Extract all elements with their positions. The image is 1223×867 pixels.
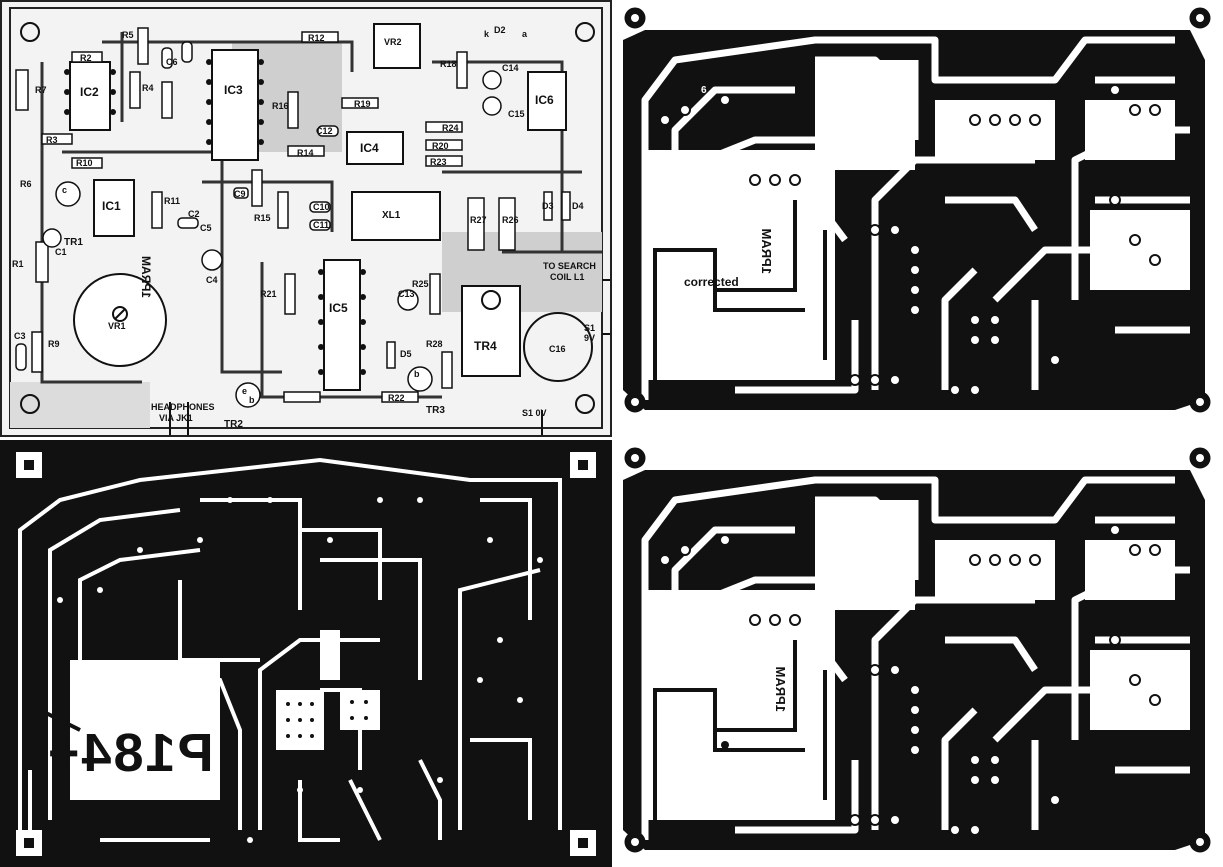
headphones-caption-line1: HEADPHONES bbox=[151, 402, 215, 412]
c14-label: C14 bbox=[502, 63, 519, 73]
copper-a-drawing bbox=[615, 0, 1223, 430]
d2-pin-k: k bbox=[484, 29, 490, 39]
r20-label: R20 bbox=[432, 141, 449, 151]
copper-c-board-code: 1PRAM bbox=[773, 666, 788, 712]
r28-label: R28 bbox=[426, 339, 443, 349]
copper-b-board-code: P184+ bbox=[46, 723, 214, 783]
overlay-drawing bbox=[9, 7, 610, 435]
tr3-pin-b: b bbox=[414, 369, 420, 379]
r25-label: R25 bbox=[412, 279, 429, 289]
c1-label: C1 bbox=[55, 247, 67, 257]
overlay-board-code: 1PRAM bbox=[139, 255, 153, 298]
r21-label: R21 bbox=[260, 289, 277, 299]
tr1-pin-c: c bbox=[62, 185, 68, 195]
tr4-label: TR4 bbox=[474, 339, 497, 353]
copper-b-drawing bbox=[0, 440, 612, 867]
mounting-holes bbox=[20, 22, 595, 414]
c4-label: C4 bbox=[206, 275, 218, 285]
r9-label: R9 bbox=[48, 339, 60, 349]
ic4-label: IC4 bbox=[360, 141, 379, 155]
d3-label: D3 bbox=[542, 201, 554, 211]
c5-label: C5 bbox=[200, 223, 212, 233]
c3-label: C3 bbox=[14, 331, 26, 341]
ic5-label: IC5 bbox=[329, 301, 348, 315]
r3-label: R3 bbox=[46, 135, 58, 145]
r11-label: R11 bbox=[164, 196, 181, 206]
ic6-body bbox=[527, 71, 567, 131]
xl1-body bbox=[351, 191, 441, 241]
r4-label: R4 bbox=[142, 83, 154, 93]
s1-0v-caption: S1 0V bbox=[522, 408, 547, 418]
copper-a-board-code: 1PRAM bbox=[759, 228, 774, 274]
ic2-label: IC2 bbox=[80, 85, 99, 99]
d5-label: D5 bbox=[400, 349, 412, 359]
xl1-label: XL1 bbox=[382, 210, 401, 221]
r15-label: R15 bbox=[254, 213, 271, 223]
r6-label: R6 bbox=[20, 179, 32, 189]
r19-label: R19 bbox=[354, 99, 371, 109]
vr2-body bbox=[373, 23, 421, 69]
c13-label: C13 bbox=[398, 289, 415, 299]
copper-pattern-corrected-panel: 6 corrected 1PRAM bbox=[615, 0, 1223, 430]
copper-pattern-inverted-panel: P184+ bbox=[0, 440, 612, 867]
d2-label: D2 bbox=[494, 25, 506, 35]
r27-label: R27 bbox=[470, 215, 487, 225]
component-overlay-panel: IC2 IC1 IC3 IC4 IC5 IC6 XL1 TR4 VR2 VR1 … bbox=[0, 0, 612, 437]
c16-label: C16 bbox=[549, 344, 566, 354]
tr2-pin-b: b bbox=[249, 395, 255, 405]
r2-label: R2 bbox=[80, 53, 92, 63]
corrected-label: corrected bbox=[684, 275, 739, 289]
ic3-label: IC3 bbox=[224, 83, 243, 97]
ic1-label: IC1 bbox=[102, 199, 121, 213]
headphones-caption-line2: VIA JK1 bbox=[159, 413, 193, 423]
r22-label: R22 bbox=[388, 393, 405, 403]
ic1-body bbox=[93, 179, 135, 237]
c15-label: C15 bbox=[508, 109, 525, 119]
r16-label: R16 bbox=[272, 101, 289, 111]
ic5-body bbox=[323, 259, 361, 391]
search-coil-caption-line2: COIL L1 bbox=[550, 272, 585, 282]
c2-label: C2 bbox=[188, 209, 200, 219]
pin-number-label: 6 bbox=[701, 85, 707, 96]
r10-label: R10 bbox=[76, 158, 93, 168]
tr2-label: TR2 bbox=[224, 419, 243, 430]
r5-label: R5 bbox=[122, 30, 134, 40]
tr1-label: TR1 bbox=[64, 237, 83, 248]
copper-c-drawing bbox=[615, 440, 1223, 867]
r7-label: R7 bbox=[35, 85, 47, 95]
copper-pattern-panel: 1PRAM bbox=[615, 440, 1223, 867]
ic4-body bbox=[346, 131, 404, 165]
r14-label: R14 bbox=[297, 148, 314, 158]
r23-label: R23 bbox=[430, 157, 447, 167]
s1-caption: S1 bbox=[584, 323, 596, 333]
r24-label: R24 bbox=[442, 123, 459, 133]
r26-label: R26 bbox=[502, 215, 519, 225]
c9-label: C9 bbox=[234, 189, 246, 199]
c10-label: C10 bbox=[313, 202, 330, 212]
tr3-label: TR3 bbox=[426, 405, 445, 416]
r1-label: R1 bbox=[12, 259, 24, 269]
c16-body bbox=[523, 312, 593, 382]
search-coil-caption-line1: TO SEARCH bbox=[543, 261, 596, 271]
vr1-label: VR1 bbox=[108, 321, 126, 331]
r12-label: R12 bbox=[308, 33, 325, 43]
c11-label: C11 bbox=[313, 220, 330, 230]
vr2-label: VR2 bbox=[384, 37, 402, 47]
d2-pin-a: a bbox=[522, 29, 528, 39]
tr2-pin-e: e bbox=[242, 386, 248, 396]
ic6-label: IC6 bbox=[535, 93, 554, 107]
c12-label: C12 bbox=[316, 126, 333, 136]
c6-label: C6 bbox=[166, 57, 178, 67]
ic3-body bbox=[211, 49, 259, 161]
s1-9v-caption: 9V bbox=[584, 333, 596, 343]
r18-label: R18 bbox=[440, 59, 457, 69]
d4-label: D4 bbox=[572, 201, 584, 211]
